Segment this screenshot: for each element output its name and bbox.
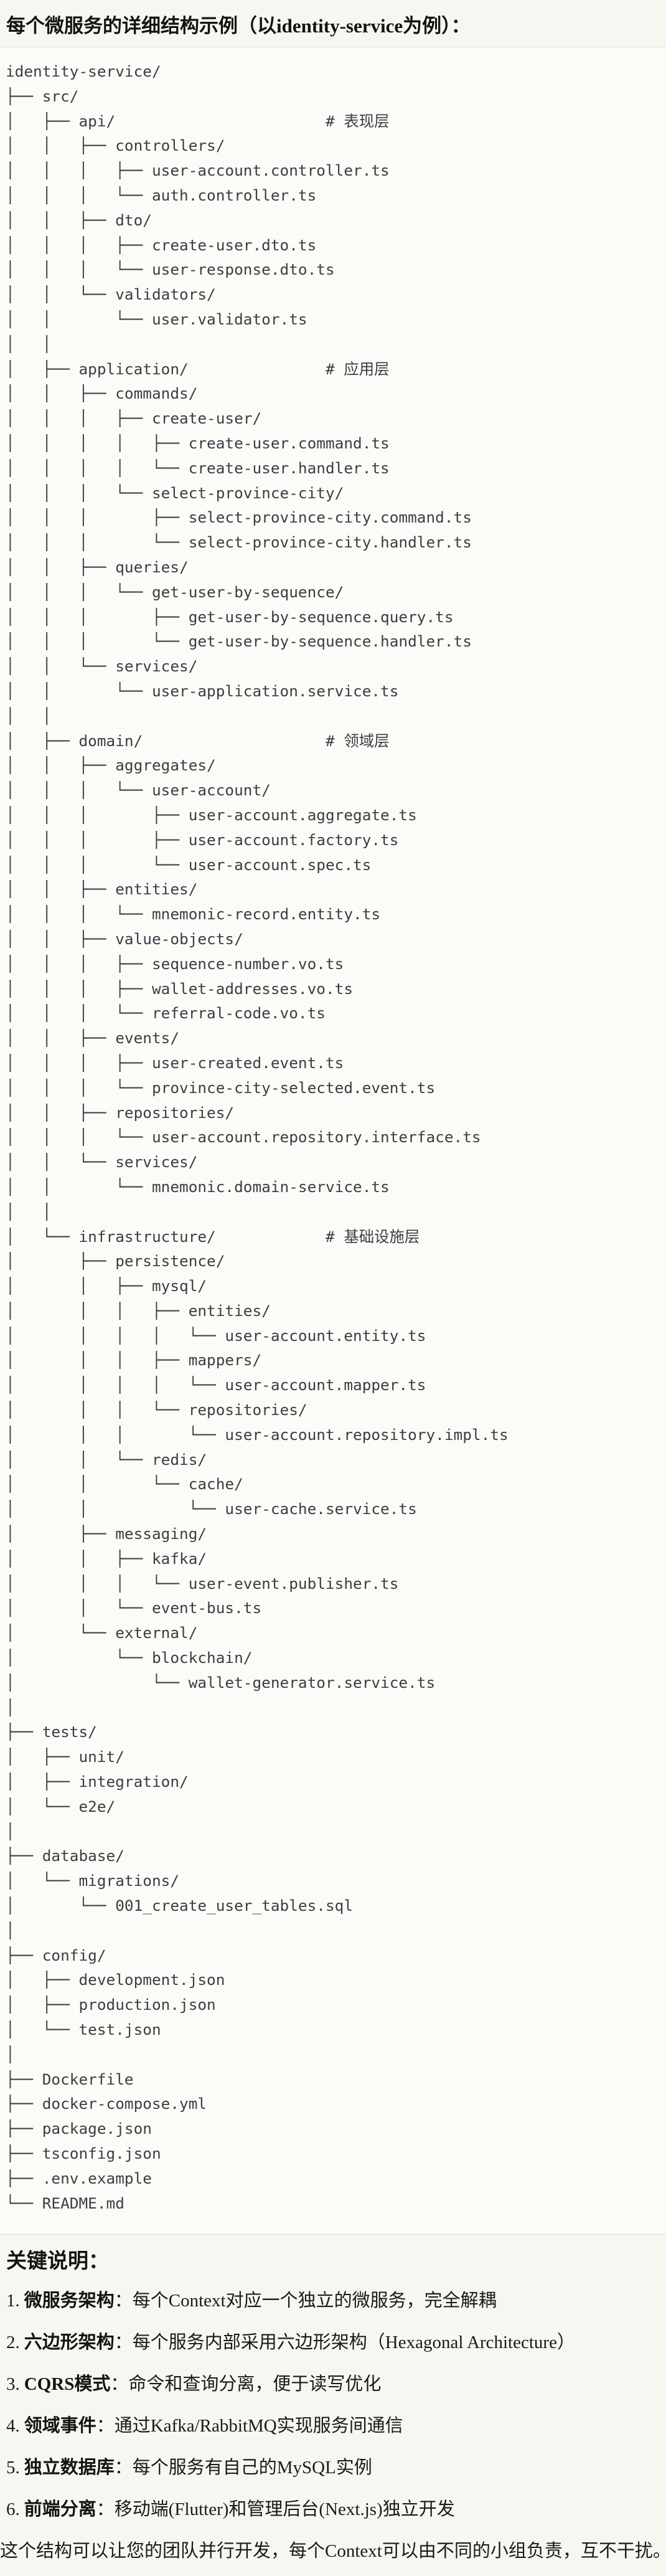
note-desc: ：移动端(Flutter)和管理后台(Next.js)独立开发 xyxy=(96,2499,455,2520)
note-item: 6.前端分离：移动端(Flutter)和管理后台(Next.js)独立开发 xyxy=(6,2499,660,2521)
note-number: 6. xyxy=(6,2499,20,2520)
closing-remark: 这个结构可以让您的团队并行开发，每个Context可以由不同的小组负责，互不干扰… xyxy=(0,2541,666,2562)
note-item: 5.独立数据库：每个服务有自己的MySQL实例 xyxy=(6,2457,660,2479)
notes-heading: 关键说明： xyxy=(6,2250,109,2273)
note-item: 1.微服务架构：每个Context对应一个独立的微服务，完全解耦 xyxy=(6,2290,660,2312)
page-title: 每个微服务的详细结构示例（以identity-service为例）： xyxy=(6,15,471,37)
note-desc: ：每个服务内部采用六边形架构（Hexagonal Architecture） xyxy=(114,2332,575,2353)
note-number: 2. xyxy=(6,2332,20,2353)
note-term: 微服务架构 xyxy=(24,2291,115,2311)
note-desc: ：通过Kafka/RabbitMQ实现服务间通信 xyxy=(96,2416,403,2436)
note-number: 4. xyxy=(6,2416,20,2436)
note-term: CQRS模式 xyxy=(24,2374,111,2395)
note-number: 1. xyxy=(6,2291,20,2311)
note-term: 前端分离 xyxy=(24,2499,96,2520)
note-desc: ：命令和查询分离，便于读写优化 xyxy=(110,2374,382,2395)
note-term: 独立数据库 xyxy=(24,2458,115,2478)
notes-list: 1.微服务架构：每个Context对应一个独立的微服务，完全解耦 2.六边形架构… xyxy=(0,2290,666,2521)
note-term: 六边形架构 xyxy=(24,2332,115,2353)
document-page: 每个微服务的详细结构示例（以identity-service为例）： ident… xyxy=(0,14,666,2576)
note-number: 5. xyxy=(6,2458,20,2478)
directory-tree-code-block: identity-service/ ├── src/ │ ├── api/ # … xyxy=(0,47,666,2235)
note-term: 领域事件 xyxy=(24,2416,96,2436)
note-item: 3.CQRS模式：命令和查询分离，便于读写优化 xyxy=(6,2374,660,2395)
note-item: 2.六边形架构：每个服务内部采用六边形架构（Hexagonal Architec… xyxy=(6,2332,660,2354)
note-desc: ：每个服务有自己的MySQL实例 xyxy=(114,2458,372,2478)
note-desc: ：每个Context对应一个独立的微服务，完全解耦 xyxy=(114,2291,497,2311)
note-number: 3. xyxy=(6,2374,20,2395)
note-item: 4.领域事件：通过Kafka/RabbitMQ实现服务间通信 xyxy=(6,2415,660,2437)
